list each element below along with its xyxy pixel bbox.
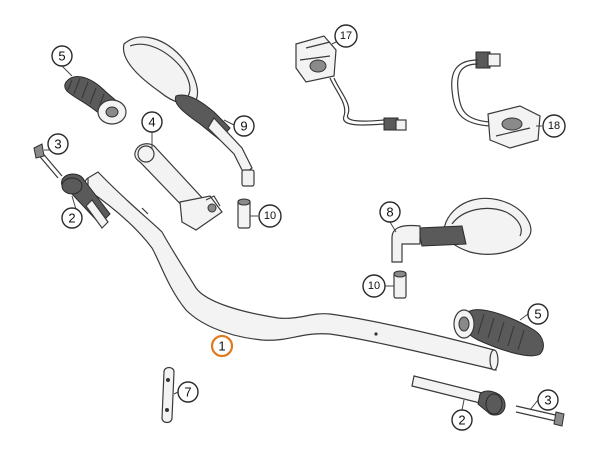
svg-text:8: 8 xyxy=(386,205,393,220)
spacer-left xyxy=(237,198,251,229)
svg-text:4: 4 xyxy=(148,115,155,130)
svg-text:17: 17 xyxy=(340,30,352,42)
left-handlebar-switch xyxy=(295,35,407,131)
svg-text:5: 5 xyxy=(58,49,65,64)
callout-10-right: 10 xyxy=(362,274,386,298)
svg-text:2: 2 xyxy=(458,413,465,428)
spacer-right xyxy=(393,270,407,299)
svg-text:5: 5 xyxy=(534,307,541,322)
svg-text:10: 10 xyxy=(368,280,380,292)
callout-1: 1 xyxy=(210,334,234,358)
callout-3-left: 3 xyxy=(47,133,69,155)
left-bar-end xyxy=(33,143,111,229)
callout-7: 7 xyxy=(177,381,199,403)
callout-2-left: 2 xyxy=(61,207,83,229)
left-mirror xyxy=(122,36,255,187)
callout-9: 9 xyxy=(233,115,255,137)
handlebar xyxy=(84,171,499,371)
svg-text:18: 18 xyxy=(548,120,560,132)
callout-3-right: 3 xyxy=(537,389,559,411)
callout-18: 18 xyxy=(542,114,566,138)
right-mirror xyxy=(391,197,532,263)
right-handlebar-switch xyxy=(451,51,541,149)
clamp-strap xyxy=(161,366,175,424)
callout-5-left: 5 xyxy=(51,45,73,67)
callout-4: 4 xyxy=(141,111,163,133)
svg-text:3: 3 xyxy=(544,393,551,408)
svg-text:9: 9 xyxy=(240,119,247,134)
callout-17: 17 xyxy=(334,24,358,48)
svg-text:10: 10 xyxy=(264,210,276,222)
left-grip xyxy=(64,76,127,125)
callout-10-left: 10 xyxy=(258,204,282,228)
right-bar-end xyxy=(411,375,565,427)
svg-text:3: 3 xyxy=(54,137,61,152)
callout-2-right: 2 xyxy=(451,409,473,431)
svg-text:1: 1 xyxy=(218,339,225,354)
right-grip xyxy=(453,309,544,357)
throttle-tube xyxy=(134,143,223,231)
svg-text:7: 7 xyxy=(184,385,191,400)
handlebar-hole xyxy=(374,332,378,336)
svg-text:2: 2 xyxy=(68,211,75,226)
callout-5-right: 5 xyxy=(527,303,549,325)
callout-8: 8 xyxy=(379,201,401,223)
